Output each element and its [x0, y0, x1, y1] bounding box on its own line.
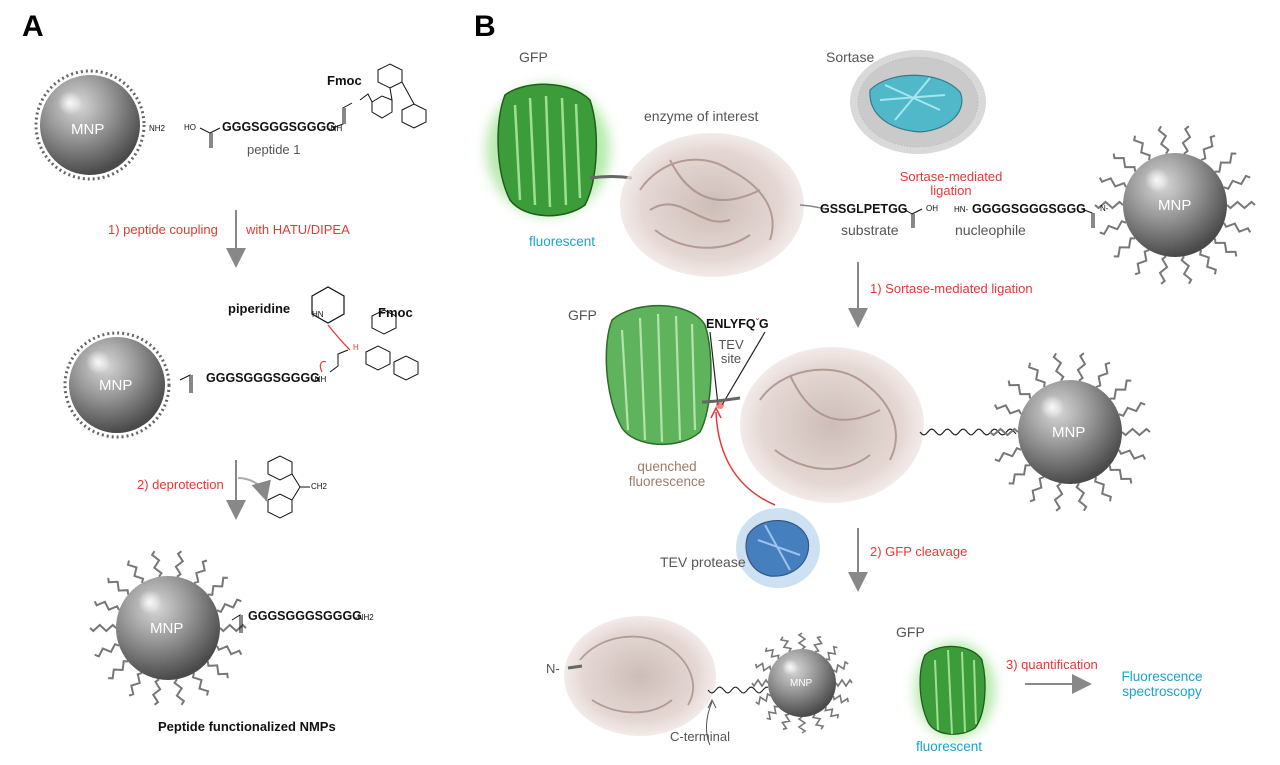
nucleophile-prefix: HN- [954, 205, 969, 214]
fmoc-mid-label: Fmoc [378, 305, 413, 320]
fmoc-top-label: Fmoc [327, 73, 362, 88]
step2-a-label: 2) deprotection [137, 477, 224, 492]
n-terminal-label: N- [546, 661, 560, 676]
n-terminal-stub [567, 664, 583, 670]
peptide1-structure [199, 63, 427, 148]
gfp-enzyme-linker [589, 175, 633, 180]
tev-site-pointer [709, 331, 766, 406]
nucleophile-label: nucleophile [955, 222, 1026, 238]
tev-site-label: TEV site [718, 337, 744, 367]
peptide-mid-nh: -NH [312, 375, 327, 384]
gfp-enzyme-linker-mid [701, 396, 741, 404]
mnp-a1 [34, 69, 146, 181]
piperidine-ring [311, 286, 345, 324]
substrate-sequence: GSSGLPETGG [820, 202, 908, 216]
step3-label: 3) quantification [1006, 657, 1098, 672]
piperidine-hn: HN [312, 310, 324, 319]
enzyme-top [620, 133, 804, 277]
piperidine-arrow [327, 324, 351, 351]
enzyme-mnp-linker-bottom [707, 686, 769, 694]
substrate-carbonyl [901, 207, 923, 228]
enzyme-label: enzyme of interest [644, 108, 759, 124]
step1-a-reagent: with HATU/DIPEA [246, 222, 350, 237]
fluorescent-top-label: fluorescent [529, 234, 596, 249]
h-letter: H [353, 343, 359, 352]
panel-a-label: A [22, 10, 44, 43]
spectroscopy-label: Fluorescence spectroscopy [1121, 669, 1203, 699]
sortase-label: Sortase [826, 49, 875, 65]
mnp-a2-label: MNP [99, 377, 133, 394]
panel-b-label: B [474, 10, 496, 43]
fulvene-ch2: CH2 [311, 482, 328, 491]
final-sequence: GGGSGGGSGGGG [248, 609, 362, 623]
peptide1-sequence: GGGSGGGSGGGG [222, 120, 336, 134]
nucleophile-carbonyl [1081, 208, 1095, 228]
tev-protease-label: TEV protease [660, 554, 746, 570]
mnp-a3 [89, 550, 247, 706]
nh2-label: NH2 [149, 124, 166, 133]
peptide1-name: peptide 1 [247, 142, 301, 157]
gfp-mid-label: GFP [568, 307, 597, 323]
enzyme-mnp-linker [919, 428, 1017, 436]
mnp-b-bottom [751, 632, 853, 734]
substrate-label: substrate [841, 222, 899, 238]
tev-protease-protein [736, 508, 820, 588]
gfp-mid-protein [605, 304, 712, 445]
gfp-bottom-label: GFP [896, 624, 925, 640]
tev-sequence: ENLYFQˇG [706, 317, 769, 331]
substrate-oh: OH [926, 204, 938, 213]
piperidine-label: piperidine [228, 301, 291, 316]
fmoc-mid-structure [179, 309, 419, 393]
tev-cut-point [716, 401, 724, 409]
step2-b-label: 2) GFP cleavage [870, 544, 968, 559]
mnp-a3-label: MNP [150, 620, 184, 637]
sortase-protein [850, 50, 986, 154]
final-nh2: -NH2 [355, 613, 374, 622]
mnp-b-top [1094, 125, 1256, 285]
arrow-byproduct [237, 477, 271, 502]
mnp-b-top-label: MNP [1158, 197, 1192, 214]
deprotection-arrow-small [319, 360, 327, 373]
dibenzofulvene [267, 455, 310, 519]
final-amide [231, 614, 243, 633]
mnp-a1-label: MNP [71, 121, 105, 138]
tev-attack-arrow [715, 411, 776, 506]
mnp-b-bottom-label: MNP [790, 678, 813, 689]
gfp-bottom-protein [915, 642, 995, 738]
enzyme-mid [740, 347, 924, 503]
step1-b-label: 1) Sortase-mediated ligation [870, 281, 1033, 296]
c-terminal-pointer [706, 701, 713, 746]
sortase-ligation-label: Sortase-mediated ligation [899, 169, 1003, 199]
quenched-label: quenched fluorescence [628, 459, 706, 489]
ho-label: HO [184, 123, 196, 132]
fluorescent-bottom-label: fluorescent [916, 739, 983, 754]
step1-a-label: 1) peptide coupling [108, 222, 218, 237]
peptide1-nh: -NH [328, 124, 343, 133]
enzyme-substrate-linker [799, 204, 827, 210]
nucleophile-sequence: GGGGSGGGSGGG [972, 202, 1086, 216]
panel-a-caption: Peptide functionalized NMPs [158, 719, 336, 734]
c-terminal-label: C-terminal [670, 729, 730, 744]
mnp-b-mid [989, 352, 1151, 512]
gfp-top-label: GFP [519, 49, 548, 65]
enzyme-bottom [564, 616, 716, 736]
peptide-mid-sequence: GGGSGGGSGGGG [206, 371, 320, 385]
nucleophile-n: N- [1100, 204, 1109, 213]
gfp-top-protein [486, 83, 610, 217]
mnp-a2 [63, 331, 171, 439]
mnp-b-mid-label: MNP [1052, 424, 1086, 441]
